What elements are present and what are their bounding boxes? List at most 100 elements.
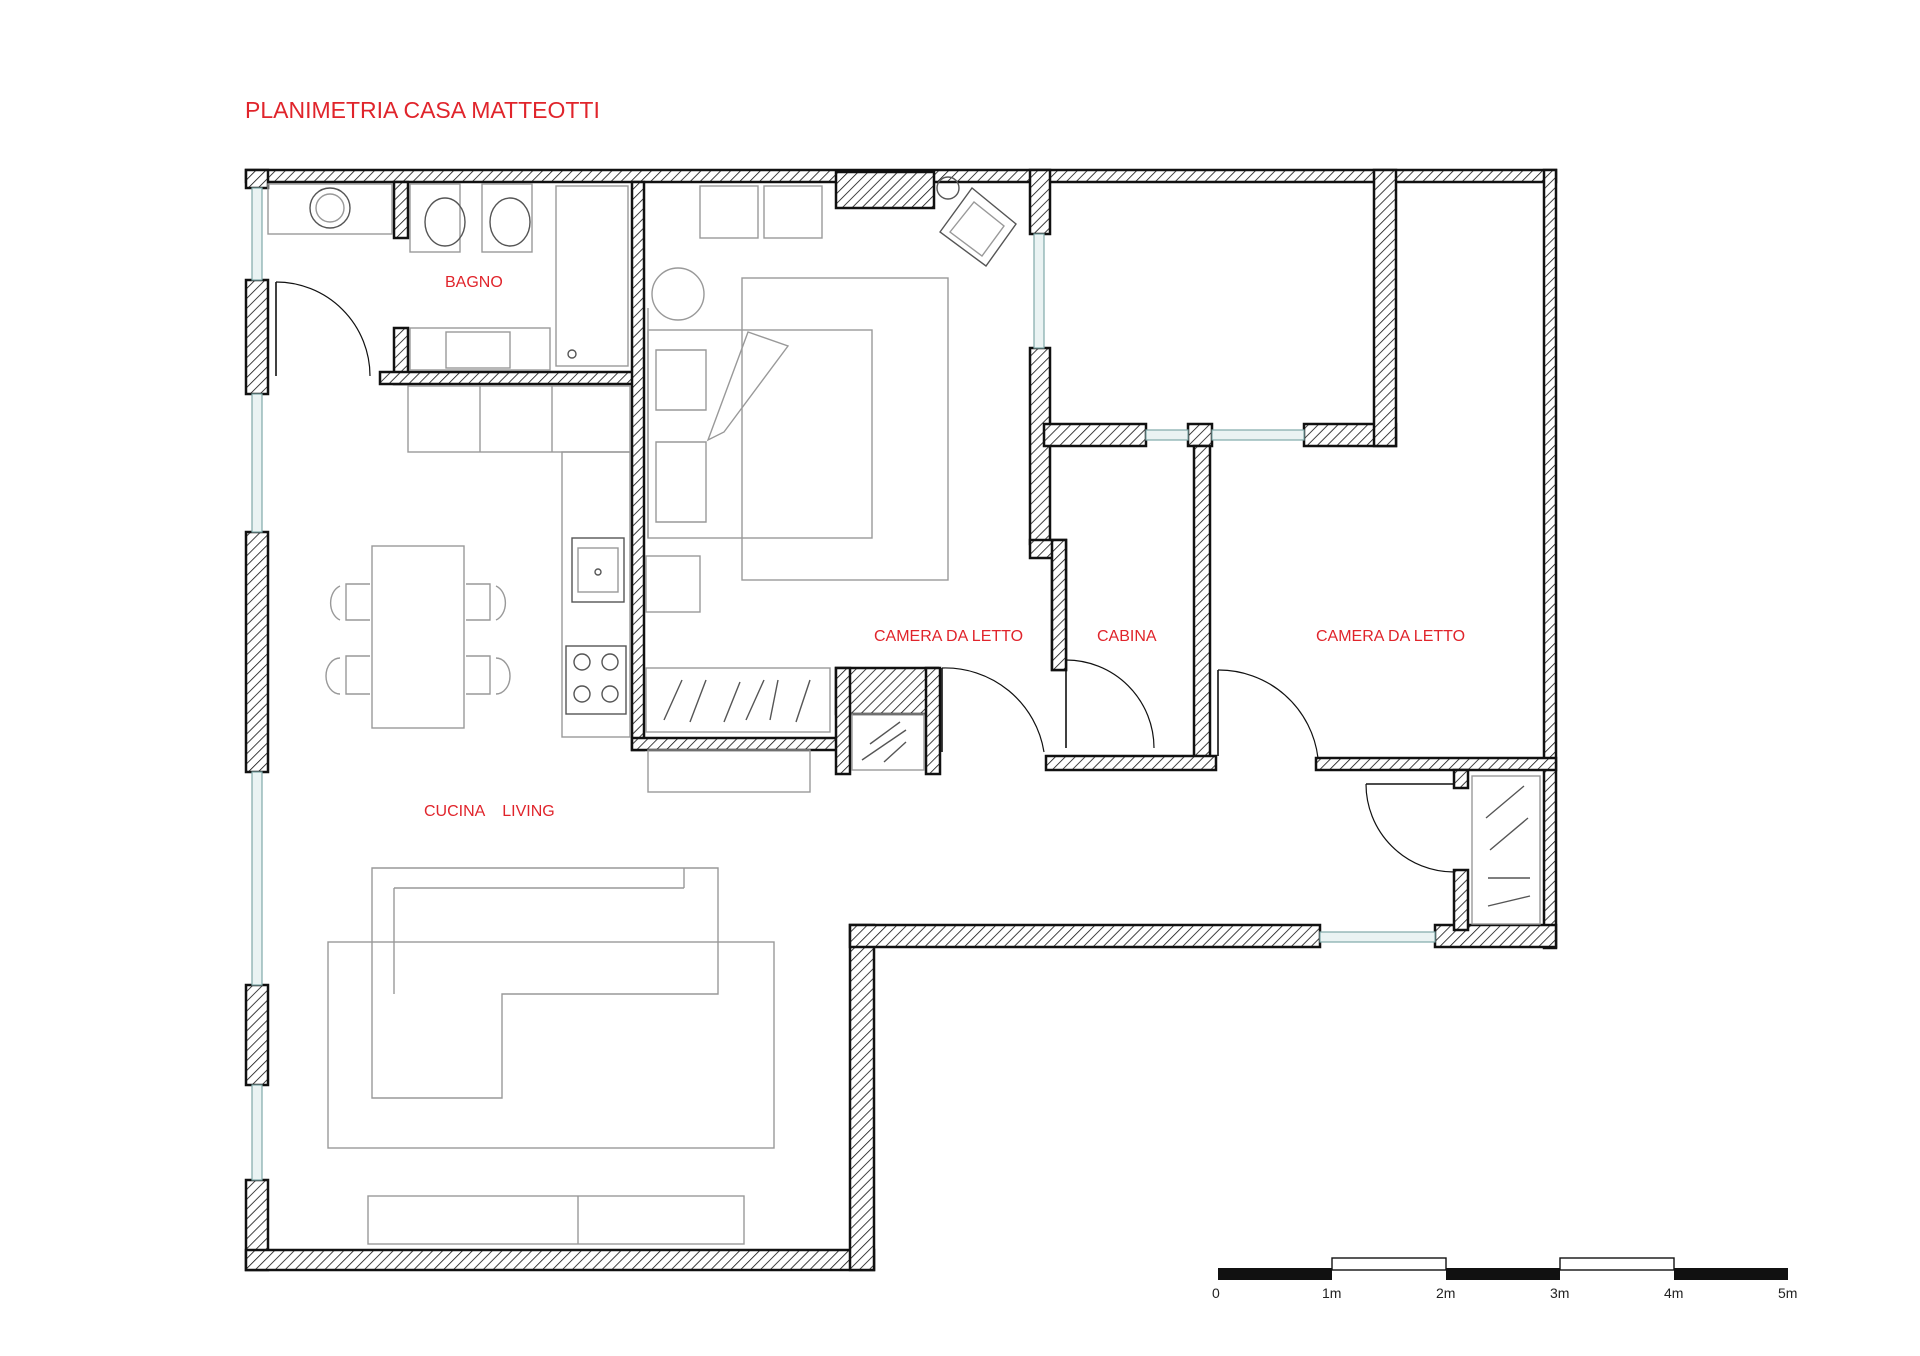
armchair-icon [939, 186, 1017, 267]
door-cabina-arc [1065, 659, 1155, 749]
living-rug [327, 941, 775, 1149]
door-bed1-arc [941, 667, 1045, 753]
wall-upper-bottom-2 [1186, 422, 1214, 448]
hanger-4 [745, 679, 765, 721]
chair-right-1 [466, 583, 491, 621]
room-label-cabina: CABINA [1097, 628, 1157, 645]
wall-bed2-bottom [1314, 756, 1558, 772]
window-corridor [1319, 931, 1436, 943]
wall-bath-left-top [392, 180, 410, 240]
kitchen-sink-basin [577, 547, 619, 593]
room-label-camera-1: CAMERA DA LETTO [874, 628, 1023, 645]
room-label-cucina-living: CUCINA LIVING [424, 803, 555, 820]
door-entry-arc [275, 281, 371, 377]
burner-icon-2 [601, 653, 619, 671]
scale-label-4m: 4m [1664, 1285, 1683, 1301]
double-bed [647, 329, 873, 539]
wall-left-1 [244, 168, 270, 190]
burner-icon-4 [601, 685, 619, 703]
chair-left-2 [345, 655, 370, 695]
chair-back-right-1 [495, 585, 507, 621]
wall-left-3 [244, 530, 270, 774]
chair-left-1 [345, 583, 370, 621]
armchair-seat [949, 201, 1005, 257]
bedroom-rug [741, 277, 949, 581]
wardrobe-right [1471, 775, 1541, 925]
washbasin-icon [309, 187, 351, 229]
toilet-icon [489, 197, 531, 247]
closet-small [851, 713, 925, 771]
burner-icon-1 [573, 653, 591, 671]
kitchen-sink-icon [571, 537, 625, 603]
wardrobe-bed1 [645, 667, 831, 733]
wall-left-4 [244, 983, 270, 1087]
chair-right-2 [466, 655, 491, 695]
scale-segment-1 [1218, 1268, 1332, 1280]
wall-left-2 [244, 278, 270, 396]
wall-upper-bottom-1 [1042, 422, 1148, 448]
wall-wardrobe-top [1452, 768, 1470, 790]
door-bed2-arc [1217, 669, 1319, 759]
wall-cabina-bottom [1044, 754, 1218, 772]
blanket-fold [706, 331, 790, 442]
window-bed1 [1033, 233, 1045, 349]
hanger-2 [689, 679, 707, 723]
closet-hanger-2 [869, 721, 901, 745]
wall-bed1-bottom [630, 736, 840, 752]
wall-wardrobe-bottom [1452, 868, 1470, 932]
wall-right [1542, 168, 1558, 950]
sectional-sofa [371, 867, 719, 1099]
wall-closet-left [834, 666, 852, 776]
plan-title: PLANIMETRIA CASA MATTEOTTI [245, 97, 600, 123]
wardrobe-right-hanger-1 [1485, 785, 1525, 819]
bidet-icon [424, 197, 466, 247]
bathtub-icon [555, 185, 629, 367]
wall-bed1-pillar [834, 666, 940, 716]
windows [251, 187, 1436, 1181]
window-left-1 [251, 187, 263, 281]
scale-label-3m: 3m [1550, 1285, 1569, 1301]
wall-bath-bottom [378, 370, 644, 386]
scale-segment-3 [1446, 1268, 1560, 1280]
dresser-unit-2 [763, 185, 823, 239]
chair-back-right-2 [495, 657, 511, 695]
wardrobe-right-hanger-4 [1487, 895, 1531, 907]
room-labels: BAGNO CAMERA DA LETTO CABINA CAMERA DA L… [424, 274, 1465, 820]
bidet-frame [409, 183, 461, 253]
nightstand [645, 555, 701, 613]
hanger-1 [663, 679, 683, 721]
window-left-3 [251, 771, 263, 986]
stove-icon [565, 645, 627, 715]
wall-kitchen-bed [630, 180, 646, 752]
dresser-unit-1 [699, 185, 759, 239]
doors [275, 281, 1455, 873]
closet-hanger-1 [861, 729, 907, 761]
wall-bottom-living [244, 1248, 876, 1272]
room-label-camera-2: CAMERA DA LETTO [1316, 628, 1465, 645]
scale-segment-4 [1559, 1257, 1675, 1271]
wall-living-right [848, 923, 876, 1272]
lamp-icon [936, 176, 960, 200]
toilet-frame [481, 183, 533, 253]
corridor-bench [647, 749, 811, 793]
scale-label-0: 0 [1212, 1285, 1220, 1301]
wall-bed1-top-block [834, 170, 936, 210]
pillow-2 [655, 441, 707, 523]
wall-cabina-left [1050, 538, 1068, 672]
bath-counter [267, 183, 393, 235]
scale-bar: 0 1m 2m 3m 4m 5m [1212, 1257, 1797, 1301]
window-upper-2 [1211, 429, 1305, 441]
window-upper-1 [1145, 429, 1189, 441]
hanger-6 [795, 679, 811, 723]
sink-drain-icon [594, 568, 602, 576]
bathtub-drain-icon [567, 349, 577, 359]
burner-icon-3 [573, 685, 591, 703]
dining-table [371, 545, 465, 729]
wall-closet-right [924, 666, 942, 776]
scale-label-1m: 1m [1322, 1285, 1341, 1301]
window-left-4 [251, 1084, 263, 1181]
wall-bed1-right-top [1028, 168, 1052, 236]
kitchen-upper-units [407, 385, 631, 453]
window-left-2 [251, 393, 263, 533]
